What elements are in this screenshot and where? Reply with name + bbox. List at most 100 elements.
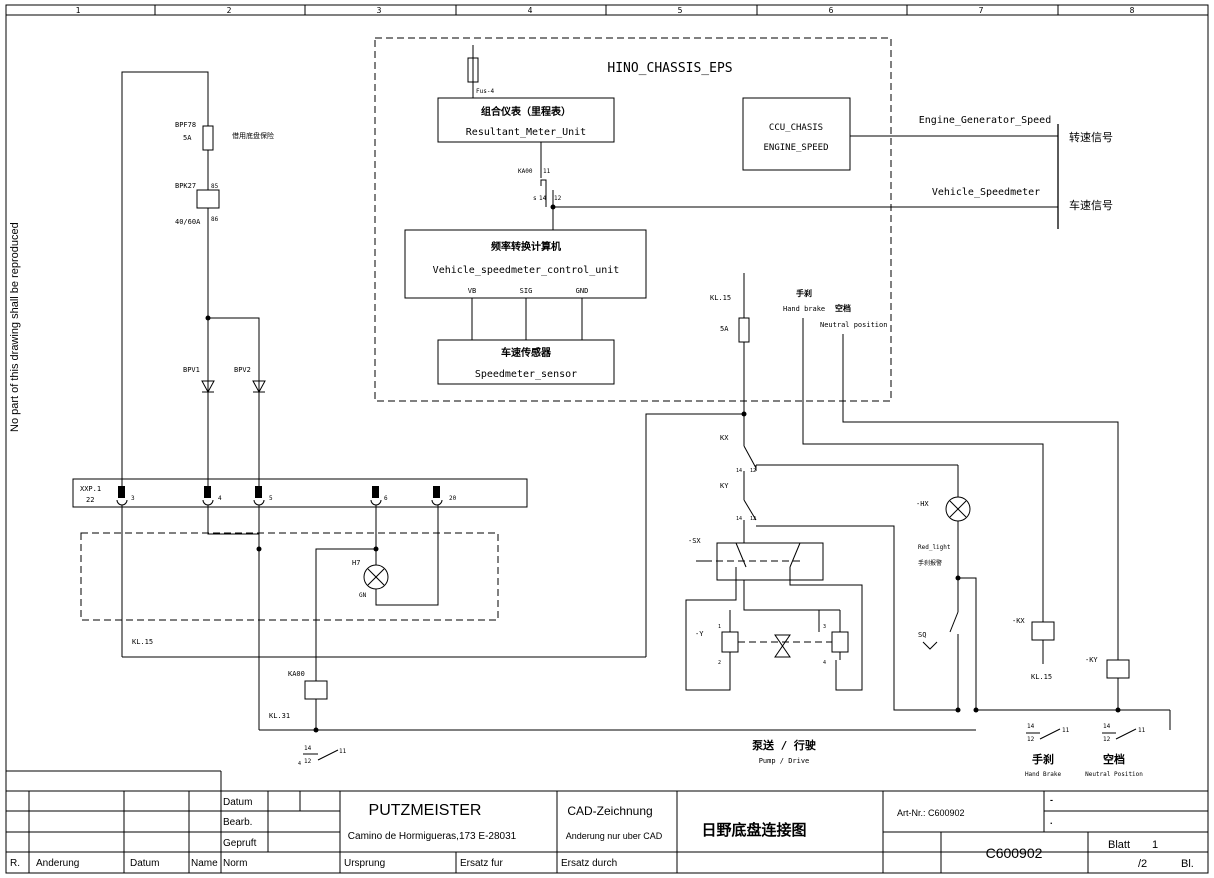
eps-boundary: [374, 37, 892, 402]
revision-label: R.: [10, 858, 20, 869]
column-number: 5: [678, 6, 683, 15]
bearb-label: Bearb.: [223, 817, 252, 828]
pin-label: 1: [718, 624, 721, 630]
neutral-en: Neutral position: [820, 321, 887, 329]
pump-drive-en: Pump / Drive: [759, 757, 810, 765]
ccu-box: [742, 97, 851, 171]
lamp-label: H7: [352, 559, 360, 567]
pin-label: 85: [211, 183, 219, 190]
diode-label: BPV2: [234, 366, 251, 374]
pin-label: 20: [449, 495, 457, 502]
chassis-fuse: [202, 125, 214, 151]
relay-tag: BPK27: [175, 182, 196, 190]
pin-label: 12: [1103, 736, 1111, 743]
cad-title: CAD-Zeichnung: [567, 804, 652, 818]
meter-cn: 组合仪表（里程表）: [481, 105, 571, 118]
fuse-tag: BPF78: [175, 121, 196, 129]
pin-label: 4: [823, 660, 826, 666]
kx-coil-label: -KX: [1012, 617, 1025, 625]
column-number: 4: [528, 6, 533, 15]
vehicle-speed-cn: 车速信号: [1069, 198, 1113, 212]
pin-label: 14: [1027, 723, 1035, 730]
pin-label: 12: [750, 468, 756, 474]
pin-label: 14: [1103, 723, 1111, 730]
pin-label: 14: [736, 516, 742, 522]
ccu-line2: ENGINE_SPEED: [763, 143, 828, 153]
engine-speed-signal: Engine_Generator_Speed: [919, 115, 1051, 126]
pin-label: 3: [823, 624, 826, 630]
neutral-contact-symbol: 14 12 11 空档 Neutral Position: [1085, 723, 1146, 778]
converter-cn: 频率转换计算机: [491, 240, 561, 253]
column-number: 2: [227, 6, 232, 15]
connector-label: XXP.1: [80, 485, 101, 493]
pin-label: 14: [539, 195, 547, 202]
column-number: 6: [829, 6, 834, 15]
handbrake-contact-symbol: 14 12 11 手刹 Hand Brake: [1025, 723, 1070, 778]
engine-speed-cn: 转速信号: [1069, 130, 1113, 144]
relay-ka00-coil: [304, 680, 328, 700]
datum-col-label: Datum: [130, 858, 159, 869]
neutral-cn-bottom: 空档: [1103, 752, 1125, 766]
cad-note: Anderung nur uber CAD: [566, 831, 663, 841]
fuse-label: Fus-4: [476, 88, 494, 95]
ersatz-durch-label: Ersatz durch: [561, 858, 617, 869]
revision-mark: .: [1050, 816, 1053, 826]
pin-vb: VB: [468, 287, 476, 295]
sensor-en: Speedmeter_sensor: [475, 369, 577, 380]
meter-unit-box: [437, 97, 615, 143]
sx-label: -SX: [688, 537, 701, 545]
handbrake-cn: 手刹: [796, 288, 812, 298]
relay-ky-coil: [1106, 659, 1130, 679]
diode-bpv2: [252, 380, 266, 394]
sheet-total: /2: [1138, 858, 1147, 870]
pin-label: 11: [543, 168, 551, 175]
lamp-pin: GN: [359, 592, 367, 599]
kx-label: KX: [720, 434, 729, 442]
diode-bpv1: [201, 380, 215, 394]
gepruft-label: Gepruft: [223, 838, 257, 849]
title-block: [6, 770, 1208, 873]
connector-pins: [116, 486, 443, 506]
relay-bpk27: [196, 189, 220, 209]
ka00-contact-symbol: 14 12 4 11: [298, 745, 347, 767]
pin-label: 12: [304, 758, 312, 765]
ersatz-fur-label: Ersatz fur: [460, 858, 503, 869]
converter-en: Vehicle_speedmeter_control_unit: [433, 265, 620, 276]
kl15-label: KL.15: [132, 638, 153, 646]
pin-label: 5: [269, 495, 273, 502]
column-number: 8: [1130, 6, 1135, 15]
valve-coil-right: [831, 631, 849, 653]
connector-pin-count: 22: [86, 496, 94, 504]
pin-sig: SIG: [520, 287, 533, 295]
pin-label: 3: [131, 495, 135, 502]
pin-label: 11: [339, 748, 347, 755]
pin-label: 4: [218, 495, 222, 502]
column-number: 7: [979, 6, 984, 15]
kl31-label: KL.31: [269, 712, 290, 720]
ursprung-label: Ursprung: [344, 858, 385, 869]
relay-rating: 40/60A: [175, 218, 201, 226]
pin-label: 11: [1062, 727, 1070, 734]
name-label: Name: [191, 858, 218, 869]
sq-label: SQ: [918, 631, 926, 639]
sensor-box: [437, 339, 615, 385]
pin-gnd: GND: [576, 287, 589, 295]
relay-label: KA00: [288, 670, 305, 678]
kl15-label: KL.15: [1031, 673, 1052, 681]
red-light-cn: 手刹报警: [918, 559, 942, 567]
neutral-cn: 空档: [835, 303, 851, 313]
datum-label: Datum: [223, 797, 252, 808]
column-numbers: 1 2 3 4 5 6 7 8: [76, 6, 1135, 15]
pump-fuse: [738, 317, 750, 343]
article-number: Art-Nr.: C600902: [897, 808, 965, 818]
pin-label: 86: [211, 216, 219, 223]
column-number: 3: [377, 6, 382, 15]
kl15-label: KL.15: [710, 294, 731, 302]
bl-label: Bl.: [1181, 858, 1194, 870]
drawing-title: 日野底盘连接图: [701, 821, 806, 839]
red-light-label: Red_light: [918, 544, 951, 551]
hx-label: -HX: [916, 500, 929, 508]
pin-label: 11: [1138, 727, 1146, 734]
revision-mark: -: [1050, 795, 1053, 805]
